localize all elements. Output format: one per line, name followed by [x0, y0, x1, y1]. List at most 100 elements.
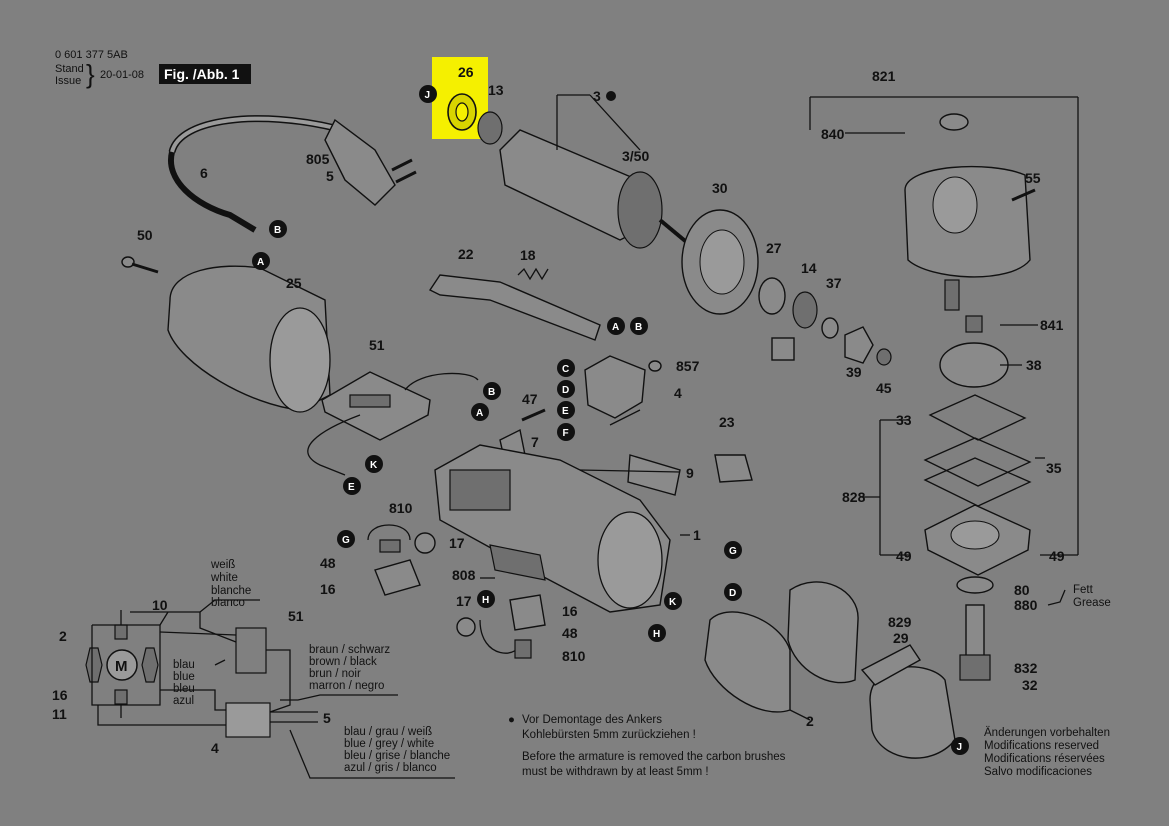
svg-text:J: J [957, 742, 963, 753]
bearing-26-bore [455, 102, 469, 122]
callout-50: 50 [137, 227, 153, 243]
wire-top-1: white [210, 572, 238, 584]
marker-E2: E [343, 477, 361, 495]
svg-text:H: H [482, 595, 489, 606]
nut-45[interactable] [876, 348, 892, 366]
plug-805[interactable] [324, 118, 396, 206]
part-number-code: 0 601 377 5AB [55, 49, 128, 61]
gasket-35a[interactable] [923, 437, 1032, 487]
callout-810b: 810 [562, 648, 586, 664]
spring-17-a[interactable] [414, 532, 436, 554]
switch-block-4[interactable] [584, 355, 646, 419]
svg-text:A: A [612, 322, 619, 333]
callout-55: 55 [1025, 170, 1041, 186]
wire-bluegrey-3: azul / gris / blanco [344, 762, 437, 774]
svg-text:C: C [562, 364, 569, 375]
plate-14[interactable] [771, 337, 795, 361]
brush-holder-16-a[interactable] [374, 559, 421, 596]
wire-blue-2: bleu [173, 683, 195, 695]
note-line4: must be withdrawn by at least 5mm ! [522, 766, 709, 778]
marker-E1: E [557, 401, 575, 419]
svg-text:A: A [257, 257, 264, 268]
note-line3: Before the armature is removed the carbo… [522, 751, 786, 763]
svg-text:B: B [274, 225, 281, 236]
callout-3-50: 3/50 [622, 148, 649, 164]
note-line1: Vor Demontage des Ankers [522, 714, 662, 726]
wire-top-2: blanche [211, 585, 251, 597]
callout-5b: 5 [323, 710, 331, 726]
note-bullet: ● [508, 714, 515, 726]
wire-blue-0: blau [173, 659, 195, 671]
marker-A2: A [607, 317, 625, 335]
plug-pin [395, 170, 417, 184]
marker-A3: A [471, 403, 489, 421]
plate-808[interactable] [489, 544, 546, 581]
callout-16a: 16 [320, 581, 336, 597]
grease-arrow [1047, 589, 1066, 606]
svg-text:A: A [476, 408, 483, 419]
guard-clamp-29[interactable] [860, 644, 922, 686]
callout-49a: 49 [896, 548, 912, 564]
spindle-832[interactable] [959, 604, 991, 681]
callout-832: 832 [1014, 660, 1038, 676]
gear-housing-840[interactable] [904, 113, 1031, 333]
fan-30[interactable] [681, 209, 759, 315]
svg-text:J: J [425, 90, 431, 101]
main-housing-1[interactable] [434, 444, 671, 613]
brush-holder-16-b[interactable] [509, 594, 546, 631]
callout-16b: 16 [562, 603, 578, 619]
armature-3[interactable] [477, 111, 692, 249]
switch-knob-23[interactable] [714, 454, 753, 483]
screw-47[interactable] [521, 408, 546, 422]
marker-A1: A [252, 252, 270, 270]
pinion-39[interactable] [844, 326, 874, 364]
gasket-33[interactable] [928, 394, 1027, 441]
callout-821: 821 [872, 68, 896, 84]
marker-D1: D [557, 380, 575, 398]
svg-text:K: K [370, 460, 378, 471]
label-9[interactable] [627, 454, 681, 496]
wire-51-e [307, 414, 361, 476]
bearing-14[interactable] [792, 291, 818, 329]
field-coil-2[interactable] [704, 581, 859, 713]
screw-857[interactable] [648, 360, 662, 372]
switch-rod-22[interactable] [428, 274, 601, 341]
callout-80: 80 [1014, 582, 1030, 598]
washer-80[interactable] [956, 576, 994, 594]
screw-50[interactable] [121, 256, 159, 274]
marker-K2: K [664, 592, 682, 610]
callout-11: 11 [52, 706, 67, 722]
svg-text:F: F [563, 428, 569, 439]
fig-badge [159, 64, 251, 84]
marker-B1: B [269, 220, 287, 238]
callout-48a: 48 [320, 555, 336, 571]
brush-810-b-body [514, 639, 532, 659]
callout-9: 9 [686, 465, 694, 481]
brush-810-a[interactable] [367, 524, 411, 541]
callout-51b: 51 [288, 608, 304, 624]
housing-opening [269, 307, 331, 413]
ring-27[interactable] [758, 277, 786, 315]
callout-880: 880 [1014, 597, 1038, 613]
callout-30: 30 [712, 180, 728, 196]
wire-51-a [404, 372, 479, 391]
modifications-fr: Modifications réservées [984, 753, 1105, 765]
issue-date: 20-01-08 [100, 69, 144, 81]
stand-label: Stand [55, 63, 84, 75]
callout-51: 51 [369, 337, 385, 353]
callout-857: 857 [676, 358, 700, 374]
svg-text:E: E [348, 482, 355, 493]
spring-17-b[interactable] [456, 617, 476, 637]
screw-55[interactable] [1011, 188, 1036, 202]
washer-37[interactable] [821, 317, 839, 339]
spring-18[interactable] [517, 267, 549, 281]
gasket-35b[interactable] [923, 457, 1032, 507]
marker-D2: D [724, 583, 742, 601]
marker-G2: G [724, 541, 742, 559]
wire-brown-2: brun / noir [309, 668, 361, 680]
flange-828[interactable] [924, 504, 1031, 576]
bevel-gear-38[interactable] [939, 342, 1009, 388]
switch-51[interactable] [321, 371, 431, 441]
svg-text:D: D [562, 385, 569, 396]
